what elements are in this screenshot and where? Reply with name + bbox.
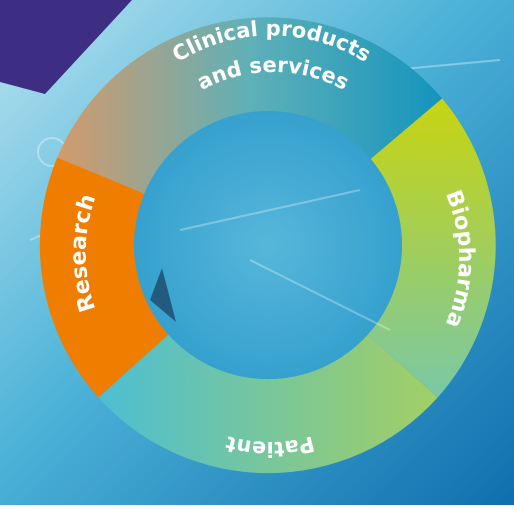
segment-patient xyxy=(98,334,438,474)
segment-research xyxy=(39,157,169,398)
center-photo-detail xyxy=(179,189,391,331)
center-hole xyxy=(134,111,402,379)
triangle-marker xyxy=(150,268,176,322)
segment-biopharma xyxy=(367,98,496,398)
segment-clinical xyxy=(57,17,443,194)
corner-band xyxy=(0,0,132,94)
